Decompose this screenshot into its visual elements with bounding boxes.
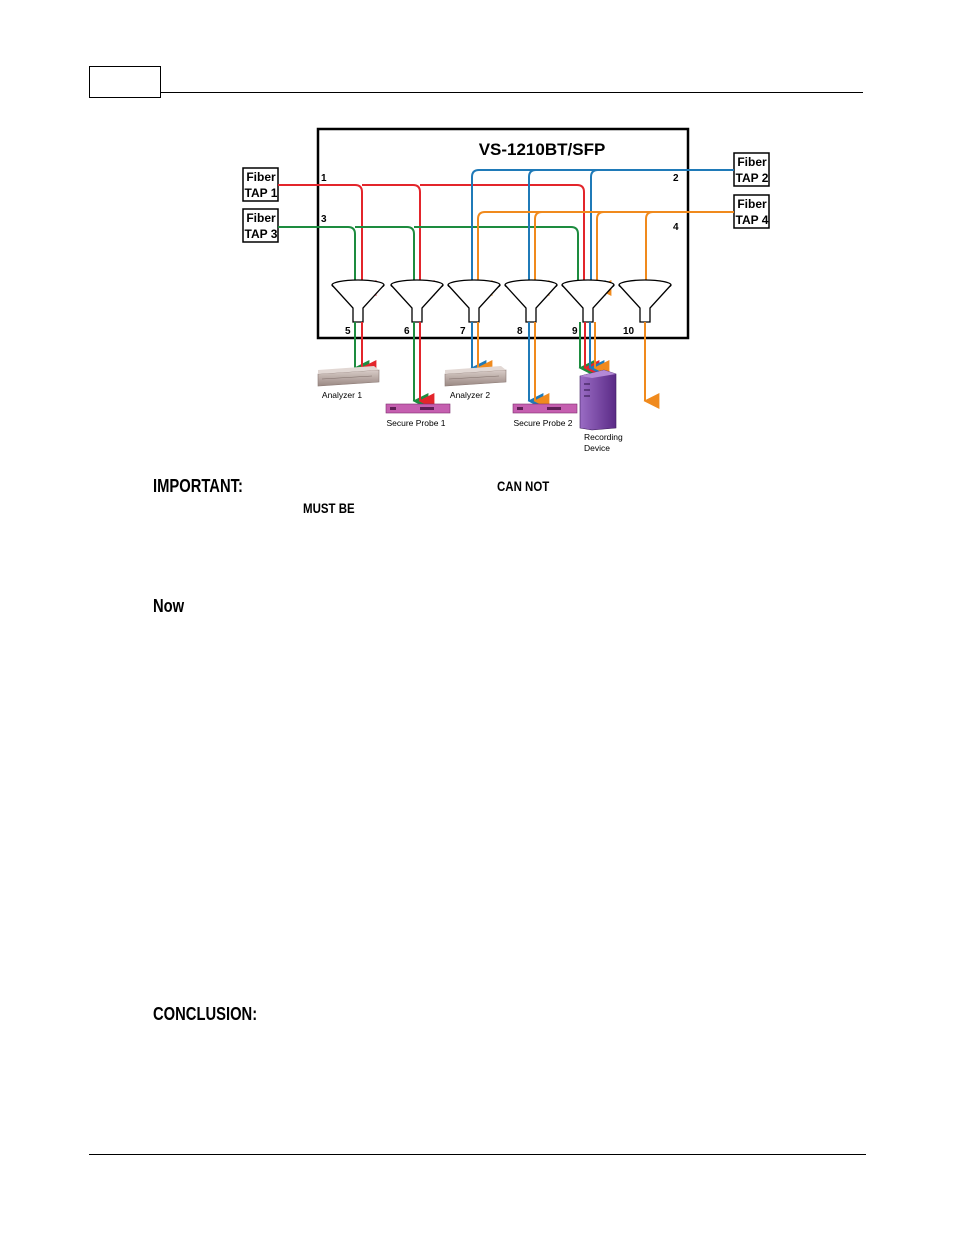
- tap-4-line2: TAP 4: [736, 213, 769, 227]
- recording-device-icon: [579, 369, 617, 431]
- port-7: 7: [460, 326, 466, 337]
- port-4: 4: [673, 222, 679, 233]
- funnel-5: [331, 279, 385, 323]
- port-10: 10: [623, 326, 635, 337]
- fiber-tap-4: Fiber TAP 4: [733, 194, 770, 229]
- tap-3-line1: Fiber: [246, 211, 276, 225]
- port-3: 3: [321, 214, 327, 225]
- page-number-box: [89, 66, 161, 98]
- funnel-6: [390, 279, 444, 323]
- output-arrows: [353, 322, 660, 409]
- aggregation-funnels: [331, 279, 672, 323]
- tap-4-line1: Fiber: [737, 197, 767, 211]
- fiber-tap-3: Fiber TAP 3: [242, 208, 279, 243]
- secure-probe-2-label: Secure Probe 2: [513, 418, 572, 428]
- tap2-blue-paths: [470, 169, 734, 296]
- must-be-text: MUST BE: [303, 500, 355, 516]
- port-1: 1: [321, 173, 327, 184]
- port-6: 6: [404, 326, 410, 337]
- recording-device-label-line1: Recording: [584, 432, 623, 442]
- can-not-text: CAN NOT: [497, 478, 550, 494]
- tap-1-line1: Fiber: [246, 170, 276, 184]
- secure-probe-2-icon: [512, 403, 578, 414]
- tap4-orange-paths: [476, 211, 734, 296]
- recording-device-label-line2: Device: [584, 443, 610, 453]
- tap-1-line2: TAP 1: [245, 186, 278, 200]
- network-diagram: VS-1210BT/SFP Fiber TAP 1 Fiber TAP 3 Fi…: [230, 120, 790, 465]
- port-2: 2: [673, 173, 679, 184]
- port-9: 9: [572, 326, 578, 337]
- analyzer-1-icon: [317, 366, 380, 387]
- funnel-7: [447, 279, 501, 323]
- header-rule: [161, 92, 863, 93]
- analyzer-2-icon: [444, 366, 507, 387]
- tap-3-line2: TAP 3: [245, 227, 278, 241]
- conclusion-label: CONCLUSION:: [153, 1004, 258, 1024]
- now-label: Now: [153, 596, 185, 616]
- funnel-9: [561, 279, 615, 323]
- device-title: VS-1210BT/SFP: [479, 140, 606, 159]
- port-8: 8: [517, 326, 523, 337]
- tap-2-line2: TAP 2: [736, 171, 769, 185]
- tap-2-line1: Fiber: [737, 155, 767, 169]
- secure-probe-1-icon: [385, 403, 451, 414]
- tap1-red-paths: [278, 184, 599, 296]
- analyzer-1-label: Analyzer 1: [322, 390, 362, 400]
- footer-rule: [89, 1154, 866, 1155]
- analyzer-2-label: Analyzer 2: [450, 390, 490, 400]
- tap3-green-paths: [278, 226, 593, 296]
- port-5: 5: [345, 326, 351, 337]
- secure-probe-1-label: Secure Probe 1: [386, 418, 445, 428]
- fiber-tap-2: Fiber TAP 2: [733, 152, 770, 187]
- funnel-8: [504, 279, 558, 323]
- fiber-tap-1: Fiber TAP 1: [242, 167, 279, 202]
- important-label: IMPORTANT:: [153, 476, 243, 496]
- device-box: [316, 127, 690, 340]
